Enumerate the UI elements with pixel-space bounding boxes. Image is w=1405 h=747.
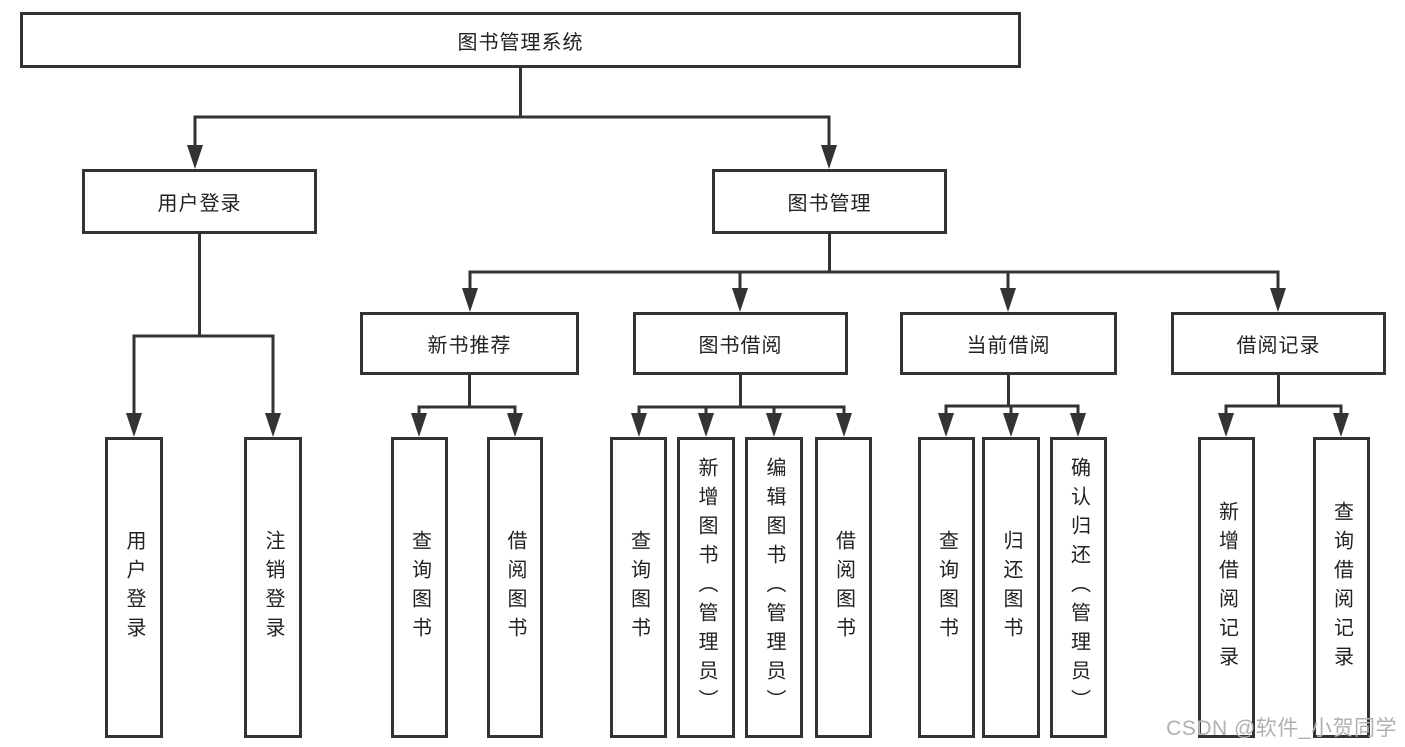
leaf-label: 新增图书（管理员） (695, 457, 717, 718)
csdn-watermark: CSDN @软件_小贺同学 (1166, 717, 1397, 740)
arrowhead-icon (732, 288, 748, 312)
connector-records-to-leaves (1218, 373, 1349, 437)
node-book-management: 图书管理 (712, 169, 947, 234)
leaf-borrow-books-1: 借阅图书 (487, 437, 543, 738)
leaf-label: 查询图书 (627, 529, 650, 646)
connector-borrow-to-leaves (631, 373, 852, 437)
arrowhead-icon (938, 413, 954, 437)
leaf-label: 归还图书 (1000, 529, 1022, 646)
arrowhead-icon (698, 413, 714, 437)
arrowhead-icon (821, 145, 837, 169)
arrowhead-icon (507, 413, 523, 437)
node-label: 图书管理 (787, 193, 872, 215)
arrowhead-icon (766, 413, 782, 437)
leaf-add-books-admin: 新增图书（管理员） (677, 437, 735, 738)
connector-mgmt-to-level2 (462, 232, 1286, 312)
leaf-query-books-3: 查询图书 (918, 437, 975, 738)
node-current-borrow: 当前借阅 (900, 312, 1117, 375)
connector-newbook-to-leaves (411, 373, 523, 437)
arrowhead-icon (126, 413, 142, 437)
arrowhead-icon (1270, 288, 1286, 312)
leaf-label: 借阅图书 (832, 529, 855, 646)
leaf-query-borrow-record: 查询借阅记录 (1313, 437, 1370, 738)
connector-root-to-level1 (187, 66, 837, 169)
arrowhead-icon (411, 413, 427, 437)
leaf-label: 查询借阅记录 (1330, 500, 1353, 675)
arrowhead-icon (462, 288, 478, 312)
arrowhead-icon (1218, 413, 1234, 437)
arrowhead-icon (1333, 413, 1349, 437)
arrowhead-icon (1070, 413, 1086, 437)
node-root-system: 图书管理系统 (20, 12, 1021, 68)
leaf-confirm-return-admin: 确认归还（管理员） (1050, 437, 1107, 738)
leaf-label: 借阅图书 (504, 529, 526, 646)
leaf-label: 查询图书 (935, 529, 958, 646)
arrowhead-icon (836, 413, 852, 437)
arrowhead-icon (187, 145, 203, 169)
leaf-label: 确认归还（管理员） (1067, 457, 1090, 718)
leaf-label: 注销登录 (262, 529, 284, 646)
arrowhead-icon (1003, 413, 1019, 437)
node-user-login: 用户登录 (82, 169, 317, 234)
node-label: 新书推荐 (427, 335, 512, 357)
leaf-add-borrow-record: 新增借阅记录 (1198, 437, 1255, 738)
node-new-book-recommend: 新书推荐 (360, 312, 579, 375)
node-label: 当前借阅 (966, 335, 1051, 357)
leaf-label: 用户登录 (123, 529, 145, 646)
arrowhead-icon (631, 413, 647, 437)
connector-current-to-leaves (938, 373, 1086, 437)
leaf-label: 新增借阅记录 (1215, 500, 1238, 675)
leaf-logout: 注销登录 (244, 437, 302, 738)
leaf-label: 查询图书 (408, 529, 431, 646)
leaf-label: 编辑图书（管理员） (763, 457, 785, 718)
node-label: 用户登录 (157, 193, 242, 215)
node-borrow-records: 借阅记录 (1171, 312, 1386, 375)
arrowhead-icon (265, 413, 281, 437)
leaf-user-login: 用户登录 (105, 437, 163, 738)
leaf-query-books-2: 查询图书 (610, 437, 667, 738)
leaf-edit-books-admin: 编辑图书（管理员） (745, 437, 803, 738)
node-book-borrow: 图书借阅 (633, 312, 848, 375)
node-label: 图书管理系统 (457, 31, 584, 54)
leaf-return-books: 归还图书 (982, 437, 1040, 738)
leaf-query-books-1: 查询图书 (391, 437, 448, 738)
arrowhead-icon (1000, 288, 1016, 312)
node-label: 借阅记录 (1236, 335, 1321, 357)
node-label: 图书借阅 (698, 335, 783, 357)
leaf-borrow-books-2: 借阅图书 (815, 437, 872, 738)
connector-login-to-leaves (126, 232, 281, 437)
